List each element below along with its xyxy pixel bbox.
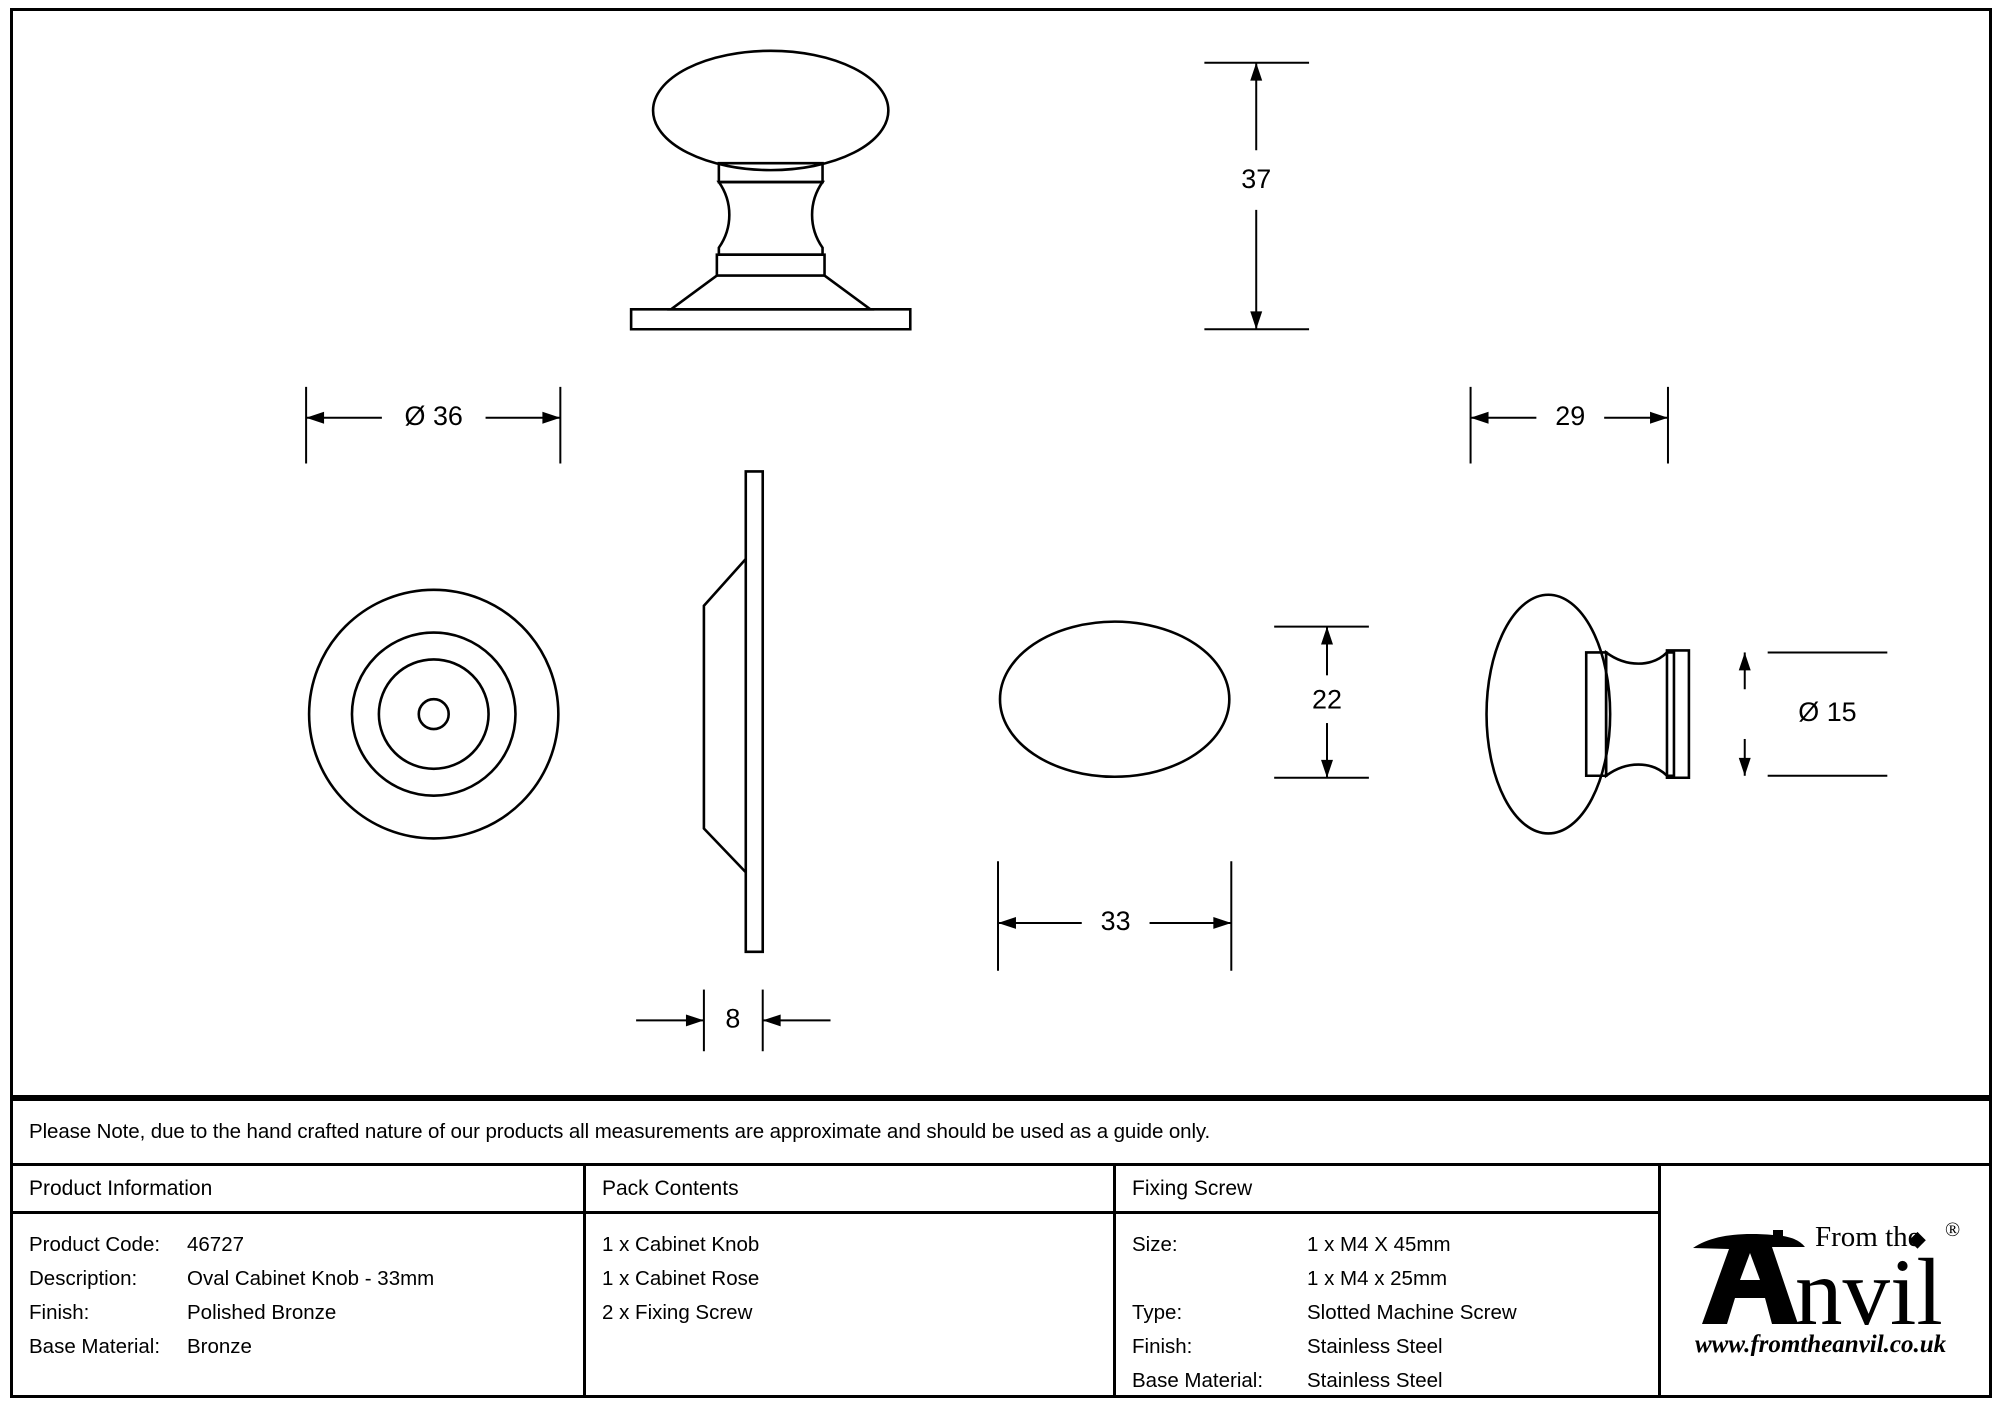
pack-contents-body: 1 x Cabinet Knob 1 x Cabinet Rose 2 x Fi… (586, 1214, 1113, 1330)
dimension-oval-length-33: 33 (997, 861, 1233, 971)
pack-contents-header: Pack Contents (586, 1166, 1113, 1214)
description-value: Oval Cabinet Knob - 33mm (187, 1267, 435, 1290)
base-material-label: Base Material: (29, 1335, 161, 1358)
product-code-value: 46727 (187, 1233, 245, 1256)
product-info-table: Product Information Product Code: 46727 … (10, 1166, 1992, 1398)
screw-base-material-label: Base Material: (1132, 1369, 1264, 1392)
pack-item: 1 x Cabinet Knob (602, 1233, 760, 1256)
product-code-row: Product Code: 46727 (29, 1228, 583, 1262)
product-information-header: Product Information (13, 1166, 583, 1214)
dim-label-29: 29 (1555, 401, 1585, 431)
base-material-row: Base Material: Bronze (29, 1330, 583, 1364)
screw-type-label: Type: (1132, 1301, 1183, 1324)
dimension-neck-diameter-15: Ø 15 (1738, 651, 1888, 777)
screw-finish-label: Finish: (1132, 1335, 1193, 1358)
description-row: Description: Oval Cabinet Knob - 33mm (29, 1262, 583, 1296)
view-knob-front-elevation (629, 49, 912, 331)
pack-item: 1 x Cabinet Rose (602, 1267, 760, 1290)
screw-size-value: 1 x M4 X 45mm (1307, 1233, 1451, 1256)
dimension-rose-diameter-36: Ø 36 (305, 386, 562, 464)
dim-label-15: Ø 15 (1798, 697, 1856, 727)
finish-label: Finish: (29, 1301, 90, 1324)
technical-drawing-canvas: 37 Ø 36 (305, 49, 1888, 1052)
column-brand-logo: From the ◆ nvil ® www.fromtheanvil.co.uk (1658, 1166, 1992, 1395)
screw-size-value-secondary: 1 x M4 x 25mm (1307, 1267, 1448, 1290)
anvil-icon (1692, 1229, 1805, 1324)
screw-base-material-value: Stainless Steel (1307, 1369, 1443, 1392)
logo-diamond-icon: ◆ (1909, 1226, 1926, 1251)
finish-row: Finish: Polished Bronze (29, 1296, 583, 1330)
dimension-knob-projection-29: 29 (1469, 386, 1669, 464)
pack-item: 2 x Fixing Screw (602, 1301, 753, 1324)
finish-value: Polished Bronze (187, 1301, 337, 1324)
base-material-value: Bronze (187, 1335, 252, 1358)
product-code-label: Product Code: (29, 1233, 161, 1256)
screw-size-row: Size: 1 x M4 X 45mm (1132, 1228, 1658, 1262)
description-label: Description: (29, 1267, 138, 1290)
measurement-note-bar: Please Note, due to the hand crafted nat… (10, 1098, 1992, 1166)
brand-logo: From the ◆ nvil ® www.fromtheanvil.co.uk (1661, 1166, 1992, 1395)
product-information-body: Product Code: 46727 Description: Oval Ca… (13, 1214, 583, 1364)
dim-label-33: 33 (1101, 906, 1131, 936)
logo-registered-mark: ® (1945, 1219, 1960, 1241)
fixing-screw-header: Fixing Screw (1116, 1166, 1658, 1214)
logo-tagline: From the (1815, 1221, 1921, 1253)
screw-base-material-row: Base Material: Stainless Steel (1132, 1364, 1658, 1398)
drawing-frame: 37 Ø 36 (10, 8, 1992, 1098)
screw-type-row: Type: Slotted Machine Screw (1132, 1296, 1658, 1330)
dim-label-37: 37 (1241, 164, 1271, 194)
view-knob-oval-plan (998, 620, 1231, 779)
dim-label-8: 8 (725, 1004, 740, 1034)
screw-finish-value: Stainless Steel (1307, 1335, 1443, 1358)
dimension-oval-width-22: 22 (1274, 625, 1369, 779)
dimension-rose-thickness-8: 8 (636, 989, 831, 1052)
logo-brand-rest: nvil (1795, 1239, 1943, 1345)
column-pack-contents: Pack Contents 1 x Cabinet Knob 1 x Cabin… (583, 1166, 1113, 1395)
column-product-information: Product Information Product Code: 46727 … (13, 1166, 583, 1395)
screw-type-value: Slotted Machine Screw (1307, 1301, 1517, 1324)
anvil-logo-graphic: From the ◆ nvil ® www.fromtheanvil.co.uk (1692, 1219, 1960, 1358)
view-rose-face (307, 588, 560, 840)
dim-label-36: Ø 36 (405, 401, 463, 431)
screw-size-label-empty (1132, 1262, 1307, 1296)
dimension-knob-height-37: 37 (1204, 61, 1310, 331)
view-rose-side-section (702, 470, 765, 954)
screw-finish-row: Finish: Stainless Steel (1132, 1330, 1658, 1364)
dim-label-22: 22 (1312, 684, 1342, 714)
screw-size-label: Size: (1132, 1233, 1178, 1256)
logo-website: www.fromtheanvil.co.uk (1695, 1331, 1947, 1356)
fixing-screw-body: Size: 1 x M4 X 45mm 1 x M4 x 25mm Type: … (1116, 1214, 1658, 1398)
screw-size-row-secondary: 1 x M4 x 25mm (1132, 1262, 1658, 1296)
view-knob-side-elevation (1485, 593, 1691, 835)
measurement-note-text: Please Note, due to the hand crafted nat… (29, 1120, 1211, 1143)
column-fixing-screw: Fixing Screw Size: 1 x M4 X 45mm 1 x M4 … (1113, 1166, 1658, 1395)
